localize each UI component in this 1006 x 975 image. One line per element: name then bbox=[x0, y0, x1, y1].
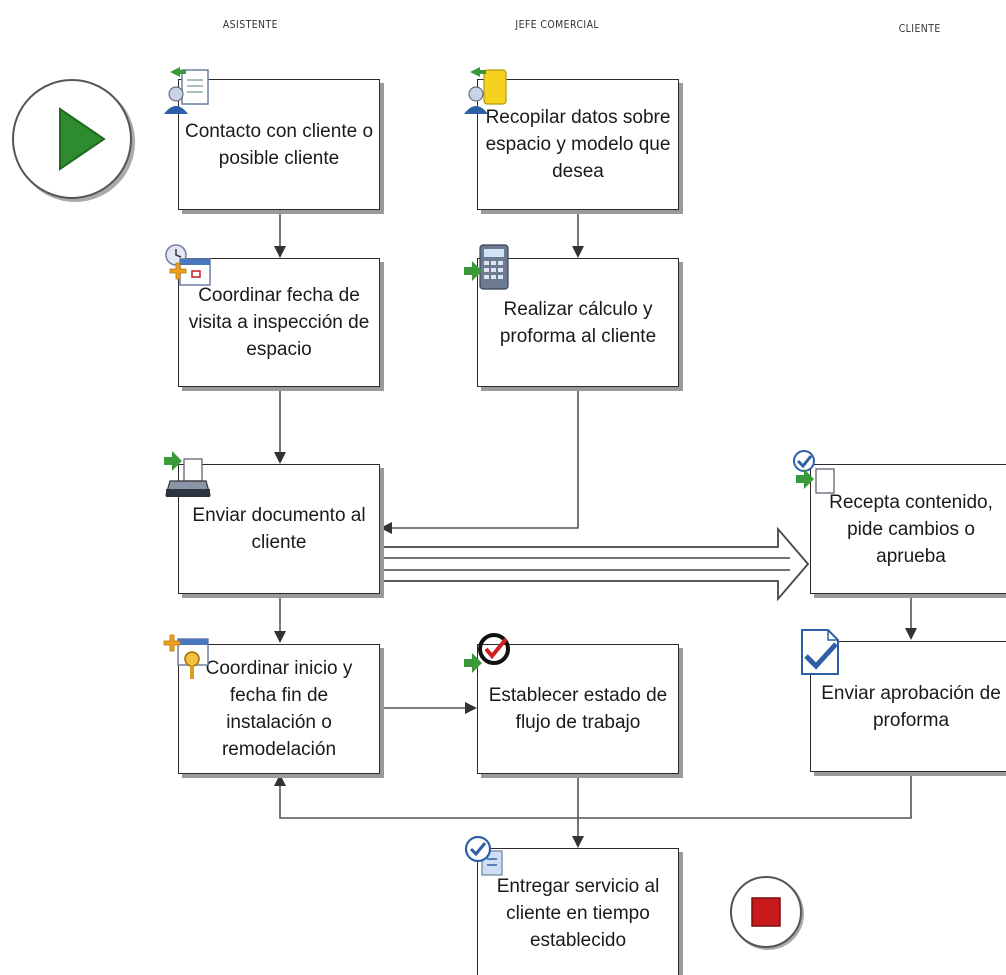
task-establecer[interactable]: Establecer estado de flujo de trabajo bbox=[477, 644, 679, 774]
collect-data-icon bbox=[462, 64, 514, 116]
workflow-status-icon bbox=[462, 629, 514, 681]
task-enviar-aprobacion-label: Enviar aprobación de proforma bbox=[821, 682, 1001, 731]
review-document-icon bbox=[790, 449, 842, 501]
task-coordinar-inicio-label: Coordinar inicio y fecha fin de instalac… bbox=[205, 658, 353, 760]
task-enviar-documento[interactable]: Enviar documento al cliente bbox=[178, 464, 380, 594]
task-realizar-label: Realizar cálculo y proforma al cliente bbox=[499, 298, 657, 347]
task-coordinar-fecha[interactable]: Coordinar fecha de visita a inspección d… bbox=[178, 258, 380, 387]
task-entregar-label: Entregar servicio al cliente en tiempo e… bbox=[496, 875, 660, 951]
end-event[interactable] bbox=[730, 876, 802, 948]
contact-person-icon bbox=[162, 64, 214, 116]
calendar-key-icon bbox=[162, 629, 214, 681]
arrow-enviar-aprob-to-coordinar-inicio bbox=[274, 772, 912, 819]
task-recopilar-label: Recopilar datos sobre espacio y modelo q… bbox=[485, 107, 671, 182]
task-establecer-label: Establecer estado de flujo de trabajo bbox=[488, 685, 668, 733]
calculator-icon bbox=[462, 243, 514, 295]
task-coordinar-fecha-label: Coordinar fecha de visita a inspección d… bbox=[188, 285, 370, 360]
task-recepta-label: Recepta contenido, pide cambios o aprueb… bbox=[829, 491, 993, 567]
task-enviar-aprobacion[interactable]: Enviar aprobación de proforma bbox=[810, 641, 1006, 772]
play-icon bbox=[59, 107, 106, 171]
start-event[interactable] bbox=[12, 79, 132, 199]
message-flow-arrow bbox=[380, 526, 810, 602]
approve-document-icon bbox=[794, 626, 846, 678]
checklist-icon bbox=[460, 833, 512, 885]
task-contacto-label: Contacto con cliente o posible cliente bbox=[185, 120, 374, 169]
task-enviar-documento-label: Enviar documento al cliente bbox=[192, 505, 366, 553]
task-coordinar-inicio[interactable]: Coordinar inicio y fecha fin de instalac… bbox=[178, 644, 380, 774]
lane-header-cliente: CLIENTE bbox=[898, 22, 941, 35]
send-document-icon bbox=[162, 449, 214, 501]
task-entregar[interactable]: Entregar servicio al cliente en tiempo e… bbox=[477, 848, 679, 975]
task-realizar[interactable]: Realizar cálculo y proforma al cliente bbox=[477, 258, 679, 387]
task-recepta[interactable]: Recepta contenido, pide cambios o aprueb… bbox=[810, 464, 1006, 594]
lane-header-jefe-comercial: JEFE COMERCIAL bbox=[515, 18, 600, 31]
arrow-realizar-to-enviar bbox=[380, 387, 579, 534]
stop-icon bbox=[751, 897, 781, 927]
task-contacto[interactable]: Contacto con cliente o posible cliente bbox=[178, 79, 380, 210]
schedule-icon bbox=[162, 243, 214, 295]
task-recopilar[interactable]: Recopilar datos sobre espacio y modelo q… bbox=[477, 79, 679, 210]
lane-header-asistente: ASISTENTE bbox=[222, 18, 278, 31]
